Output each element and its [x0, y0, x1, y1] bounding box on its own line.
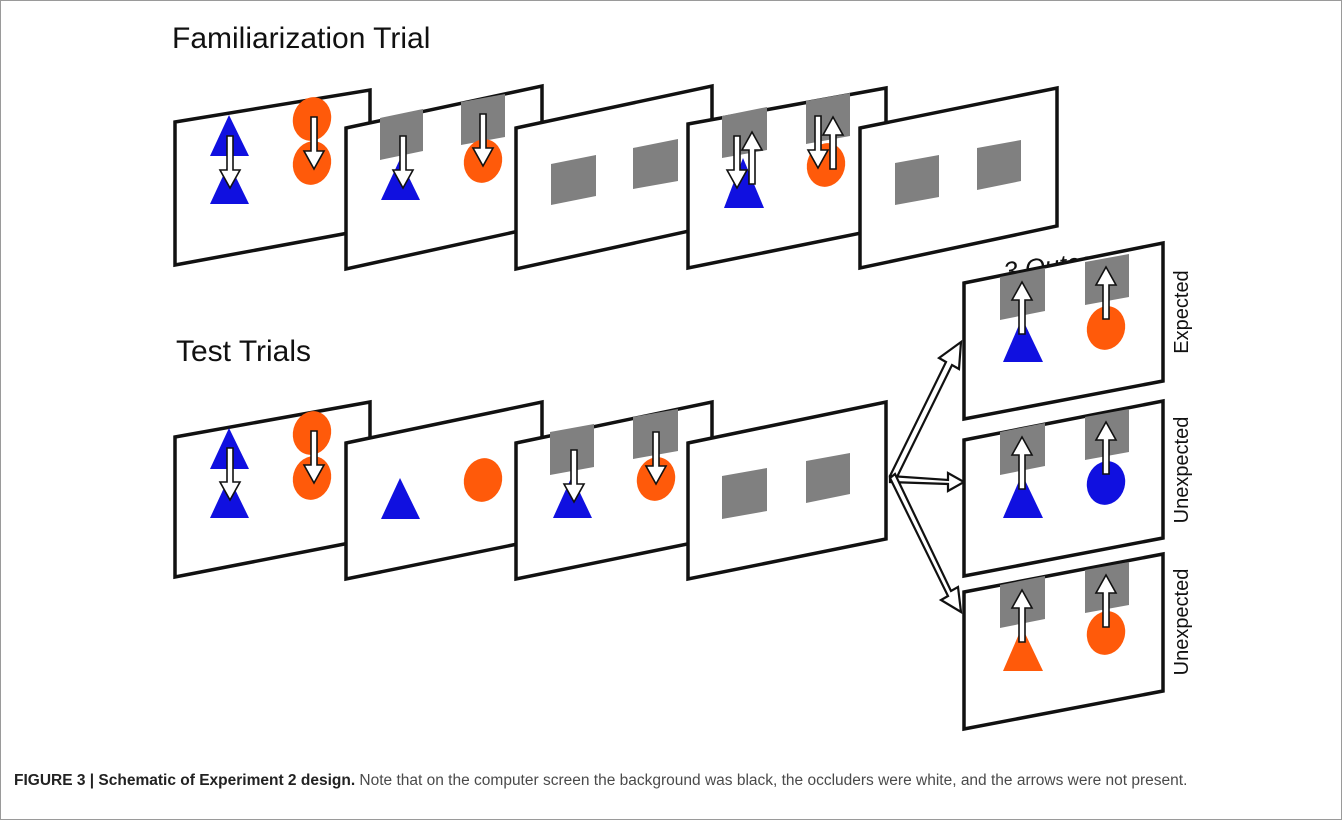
caption-text: Note that on the computer screen the bac… — [355, 772, 1188, 789]
test-trials-title: Test Trials — [176, 335, 312, 368]
familiarization-panel-2 — [344, 83, 544, 272]
test-panel-4 — [686, 399, 888, 582]
outcome-label-expected: Expected — [1171, 270, 1193, 353]
outcome-label-unexpected-2: Unexpected — [1171, 569, 1193, 676]
test-panel-1 — [173, 399, 372, 580]
familiarization-panel-3 — [514, 83, 714, 272]
caption-label: FIGURE 3 | Schematic of Experiment 2 des… — [14, 772, 356, 789]
familiarization-panel-1 — [173, 87, 372, 268]
familiarization-panel-4 — [686, 85, 888, 271]
outcome-panel-expected: Expected — [962, 240, 1193, 422]
outcome-panel-unexpected-shape: Unexpected — [962, 551, 1193, 732]
familiarization-title: Familiarization Trial — [172, 22, 431, 55]
test-panel-2 — [344, 399, 544, 582]
test-panel-3 — [514, 399, 714, 582]
familiarization-panel-5 — [858, 85, 1059, 271]
outcome-label-unexpected-1: Unexpected — [1171, 417, 1193, 524]
branch-arrows — [888, 339, 967, 615]
outcome-panel-unexpected-color: Unexpected — [962, 398, 1193, 579]
experiment-diagram: 3 Outcomes Expected Unexpected Unexpecte… — [173, 83, 1193, 732]
figure-caption: FIGURE 3 | Schematic of Experiment 2 des… — [14, 770, 1324, 792]
